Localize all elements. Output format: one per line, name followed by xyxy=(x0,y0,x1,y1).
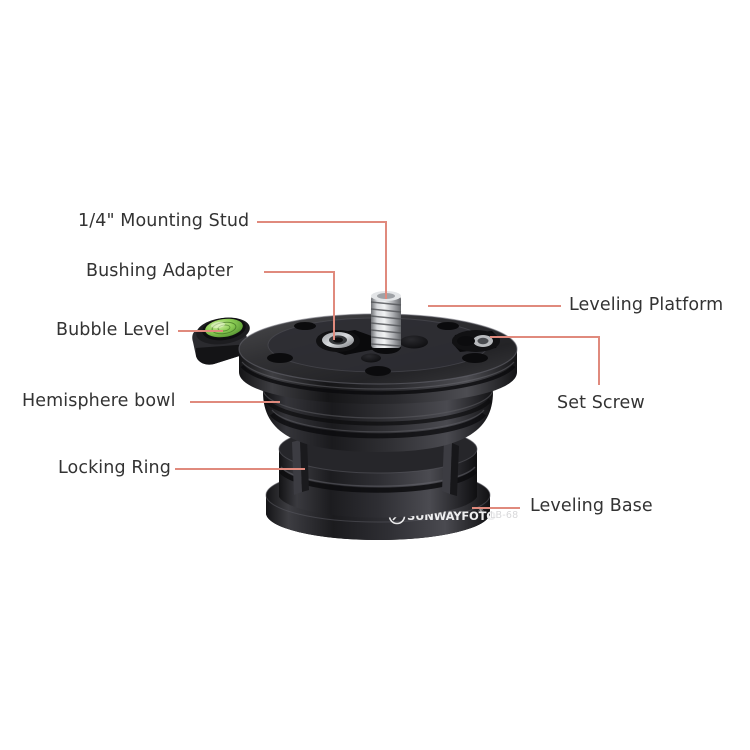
callout-label-leveling-base: Leveling Base xyxy=(530,496,653,516)
callout-label-set-screw: Set Screw xyxy=(557,393,645,413)
leader-mounting-stud-v xyxy=(385,221,387,299)
leader-bubble-level xyxy=(178,330,223,332)
leader-locking-ring xyxy=(175,468,305,470)
callout-label-bubble-level: Bubble Level xyxy=(56,320,170,340)
part-mounting-stud xyxy=(370,291,402,354)
platform-notches xyxy=(267,322,488,376)
part-leveling-platform xyxy=(202,291,518,385)
callout-label-hemisphere-bowl: Hemisphere bowl xyxy=(22,391,176,411)
svg-text:LB-68: LB-68 xyxy=(490,510,518,521)
leader-leveling-platform xyxy=(428,305,561,307)
leader-bushing-adapter-h xyxy=(264,271,334,273)
callout-label-bushing-adapter: Bushing Adapter xyxy=(86,261,233,281)
leader-mounting-stud-h xyxy=(257,221,386,223)
svg-text:®: ® xyxy=(478,508,484,515)
part-set-screw xyxy=(452,330,500,352)
locking-ring-grips xyxy=(292,439,459,496)
leader-set-screw-v xyxy=(598,336,600,385)
part-bubble-level xyxy=(202,317,246,341)
leader-set-screw-h xyxy=(490,336,600,338)
leader-hemisphere-bowl xyxy=(190,401,280,403)
callout-label-leveling-platform: Leveling Platform xyxy=(569,295,724,315)
callout-label-mounting-stud: 1/4" Mounting Stud xyxy=(78,211,250,231)
leader-leveling-base xyxy=(472,507,520,509)
callout-label-locking-ring: Locking Ring xyxy=(58,458,171,478)
leader-bushing-adapter-v xyxy=(333,271,335,340)
